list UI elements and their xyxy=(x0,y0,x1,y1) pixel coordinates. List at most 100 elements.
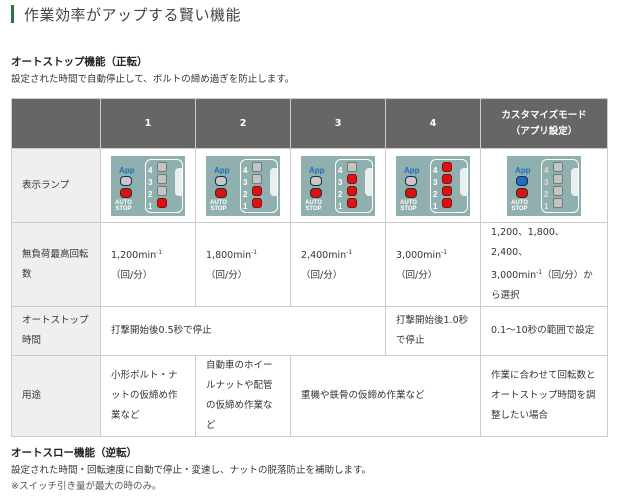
level-number: 2 xyxy=(148,189,153,199)
app-led-icon xyxy=(310,175,322,186)
autostop-title: オートストップ機能（正転） xyxy=(11,56,148,68)
use-mode-2: 自動車のホイールナットや配管の仮締め作業など xyxy=(195,355,291,438)
level-number: 2 xyxy=(433,189,438,199)
header-custom-mode: カスタマイズモード （アプリ設定） xyxy=(480,98,608,149)
row-label-use: 用途 xyxy=(11,355,101,438)
level-led-icon xyxy=(553,197,563,208)
level-led-icon xyxy=(347,173,357,184)
speed-unit: （回/分） xyxy=(396,270,438,282)
level-led-icon xyxy=(252,173,262,184)
autostop-led-icon xyxy=(516,187,528,198)
header-mode-1: 1 xyxy=(100,98,196,149)
level-led-icon xyxy=(442,185,452,196)
level-slot xyxy=(175,167,182,196)
level-slot xyxy=(571,167,578,196)
level-frame xyxy=(430,158,468,213)
use-mode-1: 小形ボルト・ナットの仮締め作業など xyxy=(100,355,196,438)
speed-cell-1: 1,200min-1 （回/分） xyxy=(100,221,196,308)
level-number: 4 xyxy=(243,165,248,175)
speed-exponent: -1 xyxy=(251,249,258,256)
speed-exponent: -1 xyxy=(156,249,163,256)
level-led-icon xyxy=(252,161,262,172)
speed-cell-4: 3,000min-1 （回/分） xyxy=(385,221,481,308)
table-row-stop-time: オートストップ時間 打撃開始後0.5秒で停止 打撃開始後1.0秒で停止 0.1～… xyxy=(11,306,608,357)
table-row-speed: 無負荷最高回転数 1,200min-1（回/分） 1,800min-1（回/分）… xyxy=(11,221,608,308)
level-number: 1 xyxy=(148,201,153,211)
level-frame xyxy=(335,158,373,213)
speed-value: 1,200min xyxy=(111,250,157,262)
heading-title: 作業効率がアップする賢い機能 xyxy=(24,5,242,24)
section-heading: 作業効率がアップする賢い機能 xyxy=(11,4,241,24)
speed-unit: （回/分） xyxy=(111,270,153,282)
use-modes-3-4: 重機や鉄骨の仮締め作業など xyxy=(290,355,481,438)
app-led-icon xyxy=(120,175,132,186)
header-mode-3: 3 xyxy=(290,98,386,149)
stop-time-modes-1-3: 打撃開始後0.5秒で停止 xyxy=(100,306,386,357)
speed-custom-line1: 1,200、1,800、2,400、 xyxy=(491,227,565,258)
level-led-icon xyxy=(157,173,167,184)
level-led-icon xyxy=(442,173,452,184)
level-number: 2 xyxy=(338,189,343,199)
speed-cell-2: 1,800min-1（回/分） xyxy=(195,221,291,308)
level-number: 1 xyxy=(433,201,438,211)
app-label: App xyxy=(404,165,420,175)
heading-accent-bar xyxy=(11,5,14,23)
speed-custom-rest: （回/分）から選択 xyxy=(491,270,593,302)
level-frame xyxy=(240,158,278,213)
level-led-icon xyxy=(553,173,563,184)
level-number: 1 xyxy=(243,201,248,211)
level-led-icon xyxy=(347,197,357,208)
header-mode-4: 4 xyxy=(385,98,481,149)
row-label-lamp: 表示ランプ xyxy=(11,148,101,223)
level-number: 2 xyxy=(544,189,549,199)
level-led-icon xyxy=(157,185,167,196)
app-label: App xyxy=(515,165,531,175)
app-led-icon xyxy=(516,175,528,186)
autostop-led-icon xyxy=(215,187,227,198)
level-frame xyxy=(541,158,579,213)
speed-value: 3,000min xyxy=(396,250,442,262)
table-header-row: 1 2 3 4 カスタマイズモード （アプリ設定） xyxy=(11,98,608,149)
level-number: 1 xyxy=(544,201,549,211)
speed-exponent: -1 xyxy=(536,269,543,276)
level-number: 4 xyxy=(433,165,438,175)
row-label-speed: 無負荷最高回転数 xyxy=(11,221,101,308)
speed-value: 1,800min xyxy=(206,250,252,262)
app-label: App xyxy=(309,165,325,175)
level-slot xyxy=(365,167,372,196)
stop-time-custom: 0.1～10秒の範囲で設定 xyxy=(480,306,608,357)
level-number: 2 xyxy=(243,189,248,199)
level-number: 3 xyxy=(148,177,153,187)
level-led-icon xyxy=(347,161,357,172)
app-label: App xyxy=(214,165,230,175)
level-led-icon xyxy=(442,161,452,172)
header-custom-line1: カスタマイズモード xyxy=(501,109,587,121)
autostop-led-icon xyxy=(120,187,132,198)
speed-value: 2,400min xyxy=(301,250,347,262)
app-label: App xyxy=(119,165,135,175)
level-led-icon xyxy=(252,197,262,208)
speed-exponent: -1 xyxy=(441,249,448,256)
use-custom: 作業に合わせて回転数とオートストップ時間を調整したい場合 xyxy=(480,355,608,438)
level-number: 3 xyxy=(433,177,438,187)
speed-value: 3,000min xyxy=(491,270,537,282)
stop-time-mode-4: 打撃開始後1.0秒で停止 xyxy=(385,306,481,357)
autoslow-title: オートスロー機能（逆転） xyxy=(11,447,137,459)
level-slot xyxy=(460,167,467,196)
level-number: 4 xyxy=(338,165,343,175)
level-number: 4 xyxy=(148,165,153,175)
level-led-icon xyxy=(252,185,262,196)
